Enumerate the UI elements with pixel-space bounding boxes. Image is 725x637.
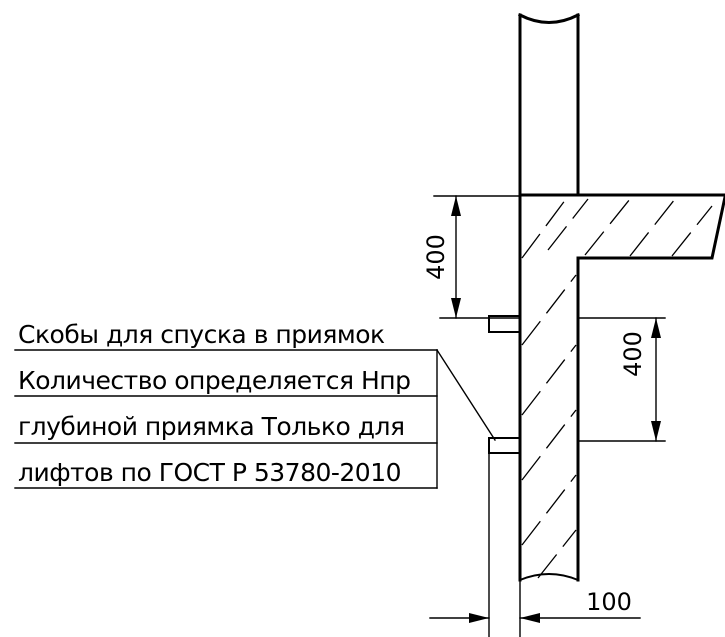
section-hatching xyxy=(521,198,713,579)
dimension-upper-400: 400 xyxy=(422,195,521,319)
note-line-3: глубиной приямка Только для xyxy=(18,412,405,441)
dimension-upper-label: 400 xyxy=(422,234,450,280)
dimension-lower-400: 400 xyxy=(577,317,666,442)
bracket-upper xyxy=(488,315,521,333)
bracket-lower xyxy=(488,437,521,454)
note-line-1: Скобы для спуска в приямок xyxy=(18,320,385,349)
dimension-bottom-label: 100 xyxy=(586,588,632,616)
pit-wall xyxy=(517,12,725,582)
leader-note: Скобы для спуска в приямок Количество оп… xyxy=(14,320,496,489)
dimension-lower-label: 400 xyxy=(619,331,647,377)
note-line-2: Количество определяется Нпр xyxy=(18,366,410,395)
dimension-bottom-100: 100 xyxy=(429,452,641,637)
note-line-4: лифтов по ГОСТ Р 53780-2010 xyxy=(18,458,401,487)
